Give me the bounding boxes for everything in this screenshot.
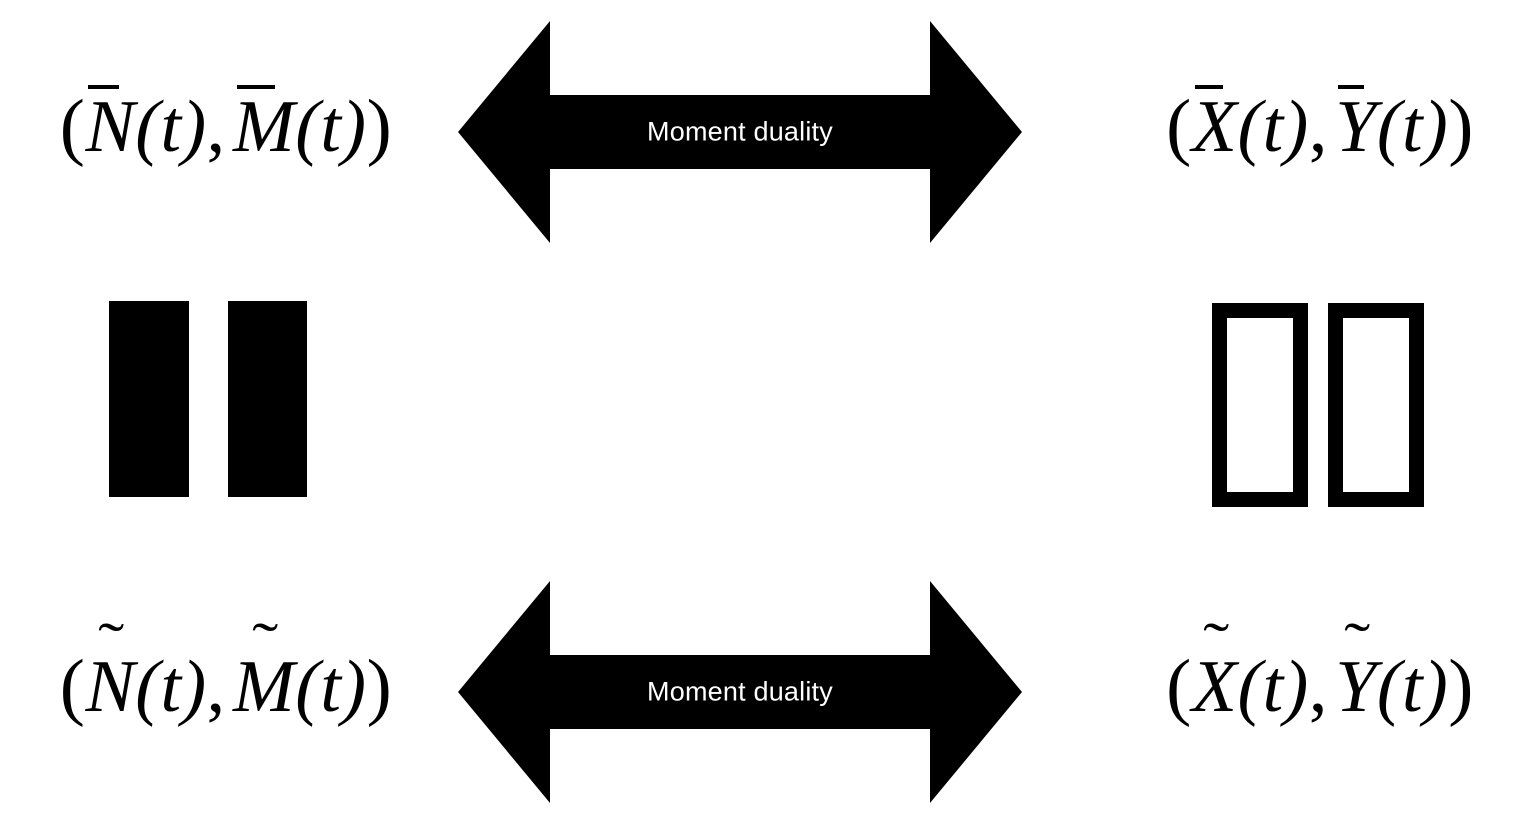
double-arrow-icon — [458, 21, 1022, 243]
bar-hollow-1 — [1212, 303, 1308, 507]
bar-hollow-2 — [1328, 303, 1424, 507]
variable-X-tilde: X — [1192, 650, 1238, 724]
bar-filled-1 — [109, 301, 189, 497]
comma: , — [206, 646, 226, 729]
argument-t: (t) — [1237, 86, 1309, 169]
moment-duality-arrow-top: Moment duality — [458, 21, 1022, 243]
expression-tilde-N-tilde-M: (N(t),M(t)) — [60, 649, 392, 724]
open-paren: ( — [1166, 85, 1192, 169]
open-paren: ( — [1166, 645, 1192, 729]
comma: , — [206, 86, 226, 169]
variable-N-bar: N — [85, 85, 136, 169]
connector-right-parallel-bars-hollow — [1212, 303, 1424, 507]
argument-t: (t) — [1237, 646, 1309, 729]
node-bottom-right: (X(t),Y(t)) — [1104, 622, 1536, 752]
argument-t: (t) — [295, 646, 367, 729]
open-paren: ( — [59, 645, 86, 729]
expression-bar-N-bar-M: (N(t),M(t)) — [60, 85, 392, 169]
variable-Y-tilde: Y — [1335, 650, 1377, 724]
close-paren: ) — [1448, 85, 1474, 169]
double-arrow-icon — [458, 581, 1022, 803]
argument-t: (t) — [295, 86, 367, 169]
node-top-right: (X(t),Y(t)) — [1104, 62, 1536, 192]
variable-Y-bar: Y — [1335, 85, 1377, 169]
connector-left-parallel-bars-filled — [109, 301, 307, 497]
argument-t: (t) — [1376, 86, 1449, 169]
argument-t: (t) — [135, 86, 207, 169]
node-bottom-left: (N(t),M(t)) — [0, 622, 452, 752]
variable-X-bar: X — [1191, 85, 1238, 169]
argument-t: (t) — [135, 646, 207, 729]
variable-N-tilde: N — [85, 650, 135, 724]
expression-bar-X-bar-Y: (X(t),Y(t)) — [1166, 85, 1474, 169]
variable-M-tilde: M — [233, 650, 295, 724]
variable-M-bar: M — [233, 85, 296, 169]
moment-duality-arrow-bottom: Moment duality — [458, 581, 1022, 803]
comma: , — [1308, 86, 1328, 169]
node-top-left: (N(t),M(t)) — [0, 62, 452, 192]
bar-filled-2 — [227, 301, 307, 497]
open-paren: ( — [59, 85, 86, 169]
close-paren: ) — [366, 645, 393, 729]
close-paren: ) — [366, 85, 393, 169]
argument-t: (t) — [1376, 646, 1449, 729]
comma: , — [1308, 646, 1328, 729]
expression-tilde-X-tilde-Y: (X(t),Y(t)) — [1166, 649, 1474, 724]
close-paren: ) — [1448, 645, 1474, 729]
